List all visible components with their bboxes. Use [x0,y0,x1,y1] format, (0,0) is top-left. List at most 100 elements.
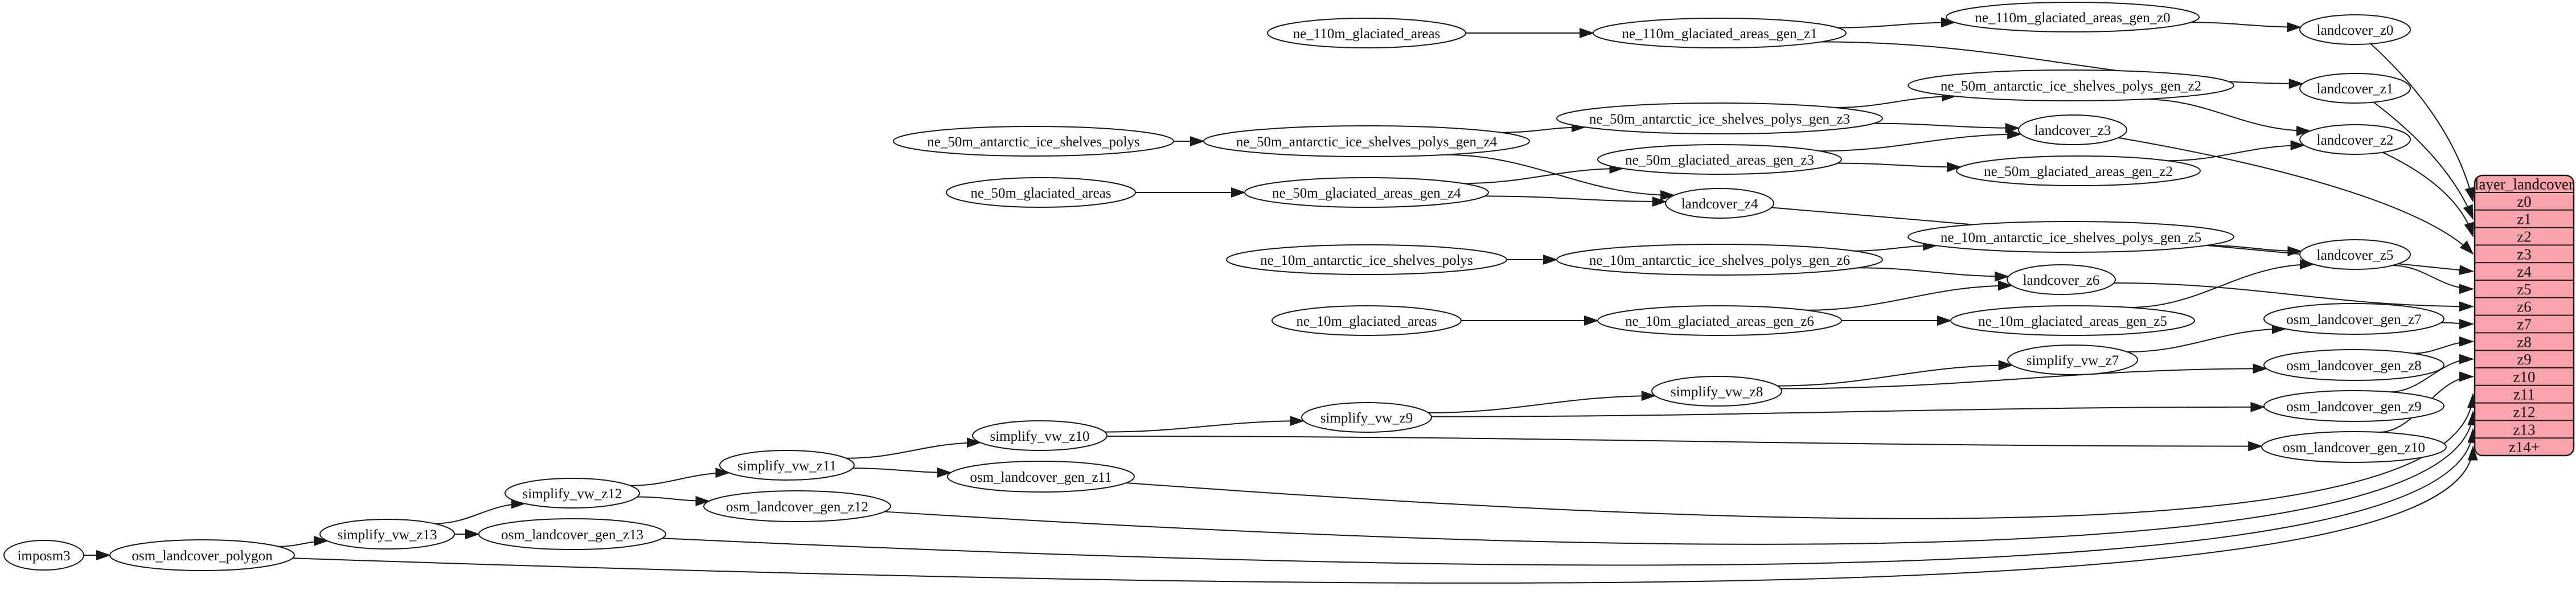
node-osm_landcover_gen_z9: osm_landcover_gen_z9 [2263,390,2444,422]
node-ne_50m_glaciated_areas_gen_z4: ne_50m_glaciated_areas_gen_z4 [1244,177,1489,208]
ne_10m_glaciated_areas-label: ne_10m_glaciated_areas [1296,314,1437,329]
edge-osm_landcover_polygon-to-layer-row-z14+ [292,445,2478,584]
ne_50m_glaciated_areas_gen_z2-label: ne_50m_glaciated_areas_gen_z2 [1984,164,2173,179]
edge-osm_landcover_gen_z9-to-layer-row-z9 [2389,354,2474,393]
edge-landcover_z0-to-layer-row-z0 [2370,43,2475,203]
edge-simplify_vw_z8-to-simplify_vw_z7 [1777,360,2013,387]
node-ne_50m_glaciated_areas: ne_50m_glaciated_areas [946,177,1136,208]
landcover_z1-ellipse [2299,73,2411,104]
ne_10m_glaciated_areas_gen_z5-label: ne_10m_glaciated_areas_gen_z5 [1978,314,2167,329]
layer-table-row-z2: z2 [2517,228,2531,245]
simplify_vw_z11-label: simplify_vw_z11 [737,458,836,474]
ne_50m_glaciated_areas_gen_z3-ellipse [1597,144,1842,175]
ne_50m_antarctic_ice_shelves_polys_gen_z2-ellipse [1908,69,2234,101]
osm_landcover_gen_z7-label: osm_landcover_gen_z7 [2286,312,2421,327]
edge-simplify_vw_z9-to-simplify_vw_z8 [1428,391,1656,413]
edge-ne_50m_antarctic_ice_shelves_polys_gen_z4-to-landcover_z4 [1443,154,1676,200]
ne_10m_antarctic_ice_shelves_polys_gen_z5-ellipse [1908,221,2234,253]
node-osm_landcover_gen_z12: osm_landcover_gen_z12 [703,490,891,522]
layer-table-row-z11: z11 [2513,386,2535,403]
landcover_z2-ellipse [2299,124,2411,155]
ne_10m_glaciated_areas_gen_z5-ellipse [1950,305,2195,336]
layer-table-row-z13: z13 [2513,421,2536,438]
node-ne_50m_glaciated_areas_gen_z2: ne_50m_glaciated_areas_gen_z2 [1956,155,2201,186]
layer-table-row-z7: z7 [2517,315,2531,333]
simplify_vw_z13-ellipse [319,519,455,550]
ne_50m_antarctic_ice_shelves_polys-ellipse [893,126,1174,157]
edges-layer [83,17,2478,584]
node-ne_10m_glaciated_areas_gen_z5: ne_10m_glaciated_areas_gen_z5 [1950,305,2195,336]
node-imposm3: imposm3 [3,540,84,571]
layer-table-row-z4: z4 [2517,263,2532,280]
edge-simplify_vw_z12-to-osm_landcover_gen_z12 [637,495,711,506]
node-simplify_vw_z13: simplify_vw_z13 [319,519,455,550]
node-landcover_z2: landcover_z2 [2299,124,2411,155]
imposm3-ellipse [3,540,84,571]
simplify_vw_z13-label: simplify_vw_z13 [338,527,437,543]
landcover_z3-label: landcover_z3 [2034,123,2111,138]
node-ne_10m_antarctic_ice_shelves_polys_gen_z5: ne_10m_antarctic_ice_shelves_polys_gen_z… [1908,221,2234,253]
osm_landcover_gen_z12-ellipse [703,490,891,522]
edge-landcover_z1-to-layer-row-z1 [2373,101,2474,220]
ne_10m_antarctic_ice_shelves_polys_gen_z6-label: ne_10m_antarctic_ice_shelves_polys_gen_z… [1589,253,1850,268]
ne_50m_antarctic_ice_shelves_polys_gen_z3-ellipse [1556,102,1883,134]
simplify_vw_z7-label: simplify_vw_z7 [2027,353,2119,368]
node-landcover_z6: landcover_z6 [2007,264,2116,295]
edge-osm_landcover_gen_z13-to-layer-row-z13 [662,428,2478,566]
ne_50m_glaciated_areas_gen_z3-label: ne_50m_glaciated_areas_gen_z3 [1625,153,1814,168]
ne_50m_antarctic_ice_shelves_polys_gen_z4-label: ne_50m_antarctic_ice_shelves_polys_gen_z… [1236,134,1498,150]
layer-table-row-z10: z10 [2513,368,2536,386]
landcover_z2-label: landcover_z2 [2317,133,2394,148]
node-ne_50m_antarctic_ice_shelves_polys: ne_50m_antarctic_ice_shelves_polys [893,126,1174,157]
edge-ne_110m_glaciated_areas_gen_z0-to-landcover_z0 [2191,22,2302,32]
simplify_vw_z7-ellipse [2007,345,2138,375]
osm_landcover_gen_z9-label: osm_landcover_gen_z9 [2286,399,2421,415]
edge-ne_10m_glaciated_areas_gen_z5-to-landcover_z5 [2128,259,2315,308]
simplify_vw_z11-ellipse [719,450,855,481]
node-landcover_z0: landcover_z0 [2299,14,2411,45]
ne_50m_antarctic_ice_shelves_polys_gen_z2-label: ne_50m_antarctic_ice_shelves_polys_gen_z… [1941,79,2201,94]
ne_110m_glaciated_areas-ellipse [1267,18,1466,48]
node-ne_50m_antarctic_ice_shelves_polys_gen_z4: ne_50m_antarctic_ice_shelves_polys_gen_z… [1203,125,1530,157]
osm_landcover_gen_z8-ellipse [2263,349,2444,381]
node-ne_10m_glaciated_areas_gen_z6: ne_10m_glaciated_areas_gen_z6 [1597,305,1842,336]
osm_landcover_gen_z12-label: osm_landcover_gen_z12 [726,499,868,515]
node-ne_10m_antarctic_ice_shelves_polys: ne_10m_antarctic_ice_shelves_polys [1226,244,1507,275]
edge-simplify_vw_z13-to-simplify_vw_z12 [434,498,526,524]
osm_landcover_gen_z11-label: osm_landcover_gen_z11 [970,470,1112,485]
edge-ne_10m_antarctic_ice_shelves_polys_gen_z6-to-landcover_z6 [1858,267,2010,282]
edge-ne_50m_glaciated_areas_gen_z4-to-ne_50m_glaciated_areas_gen_z3 [1463,163,1625,184]
node-osm_landcover_gen_z10: osm_landcover_gen_z10 [2261,431,2447,463]
layer-table: layer_landcoverz0z1z2z3z4z5z6z7z8z9z10z1… [2474,174,2575,457]
ne_50m_glaciated_areas-label: ne_50m_glaciated_areas [970,186,1111,201]
landcover_z6-ellipse [2007,264,2116,295]
layer-table-row-z9: z9 [2517,351,2531,368]
landcover_z0-label: landcover_z0 [2317,23,2394,38]
landcover_z3-ellipse [2018,114,2127,145]
node-landcover_z5: landcover_z5 [2299,239,2411,270]
edge-ne_50m_glaciated_areas_gen_z4-to-landcover_z4 [1484,195,1667,207]
node-landcover_z1: landcover_z1 [2299,73,2411,104]
node-osm_landcover_gen_z8: osm_landcover_gen_z8 [2263,349,2444,381]
edge-simplify_vw_z8-to-osm_landcover_gen_z8 [1781,363,2268,389]
edge-simplify_vw_z7-to-osm_landcover_gen_z7 [2127,323,2287,352]
ne_10m_antarctic_ice_shelves_polys_gen_z6-ellipse [1556,244,1883,276]
node-landcover_z4: landcover_z4 [1665,188,1774,219]
node-osm_landcover_gen_z7: osm_landcover_gen_z7 [2263,303,2444,335]
simplify_vw_z8-ellipse [1651,376,1782,407]
ne_10m_glaciated_areas-ellipse [1271,305,1462,336]
imposm3-label: imposm3 [17,548,70,564]
edge-ne_50m_glaciated_areas_gen_z3-to-landcover_z3 [1820,129,2023,152]
node-simplify_vw_z9: simplify_vw_z9 [1301,402,1432,433]
ne_50m_antarctic_ice_shelves_polys_gen_z3-label: ne_50m_antarctic_ice_shelves_polys_gen_z… [1589,112,1850,127]
edge-ne_50m_antarctic_ice_shelves_polys_gen_z3-to-ne_50m_antarctic_ice_shelves_polys_gen_z2 [1835,91,1957,108]
edge-ne_50m_antarctic_ice_shelves_polys_gen_z2-to-landcover_z2 [2143,99,2311,136]
osm_landcover_gen_z9-ellipse [2263,390,2444,422]
edge-landcover_z2-to-layer-row-z2 [2382,151,2474,237]
edge-osm_landcover_gen_z8-to-layer-row-z8 [2413,336,2474,354]
layer-table-row-z1: z1 [2517,211,2531,228]
edge-osm_landcover_polygon-to-simplify_vw_z13 [278,535,329,547]
node-simplify_vw_z10: simplify_vw_z10 [972,420,1107,451]
layer-table-row-z3: z3 [2517,245,2531,263]
